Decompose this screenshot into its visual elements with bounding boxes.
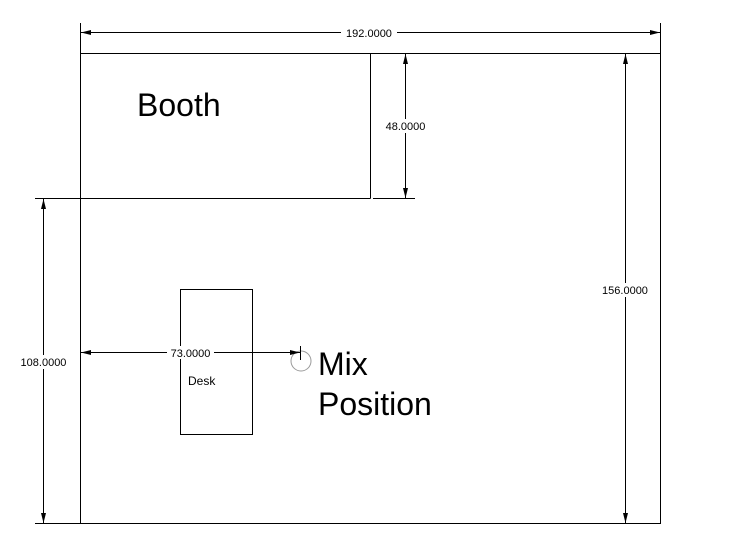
mix-text-mask	[167, 346, 214, 359]
booth-arrow-bottom	[403, 188, 408, 198]
mix-position: Mix Position	[290, 346, 432, 422]
mix-arrow-left	[81, 350, 91, 355]
left-arrow-top	[41, 199, 46, 209]
booth-text-mask	[380, 119, 431, 133]
mix-label-line-1: Mix	[318, 346, 368, 382]
dimension-desk-to-mix: 73.0000	[80, 346, 301, 360]
mix-label-line-2: Position	[318, 386, 432, 422]
booth-arrow-top	[403, 54, 408, 64]
left-arrow-bottom	[41, 513, 46, 523]
desk-label: Desk	[188, 374, 216, 388]
mix-arrow-right	[290, 350, 300, 355]
booth-height-value: 48.0000	[386, 121, 426, 133]
dimension-booth-height: 48.0000	[373, 53, 431, 199]
right-text-mask	[598, 283, 654, 297]
dimension-right-height: 156.0000	[598, 53, 654, 524]
dimension-left-height: 108.0000	[15, 198, 80, 524]
top-width-value: 192.0000	[346, 28, 392, 40]
right-arrow-top	[623, 54, 628, 64]
desk-to-mix-value: 73.0000	[171, 348, 211, 360]
right-height-value: 156.0000	[602, 285, 648, 297]
top-text-mask	[341, 26, 397, 39]
top-arrow-right	[650, 30, 660, 35]
booth-area: Booth	[80, 53, 371, 199]
dimension-top-width: 192.0000	[80, 23, 661, 53]
right-arrow-bottom	[623, 513, 628, 523]
desk-rectangle	[180, 289, 253, 435]
desk-area: Desk	[180, 289, 253, 435]
left-height-value: 108.0000	[21, 357, 67, 369]
top-arrow-left	[81, 30, 91, 35]
left-text-mask	[15, 355, 72, 369]
booth-label: Booth	[137, 87, 221, 123]
